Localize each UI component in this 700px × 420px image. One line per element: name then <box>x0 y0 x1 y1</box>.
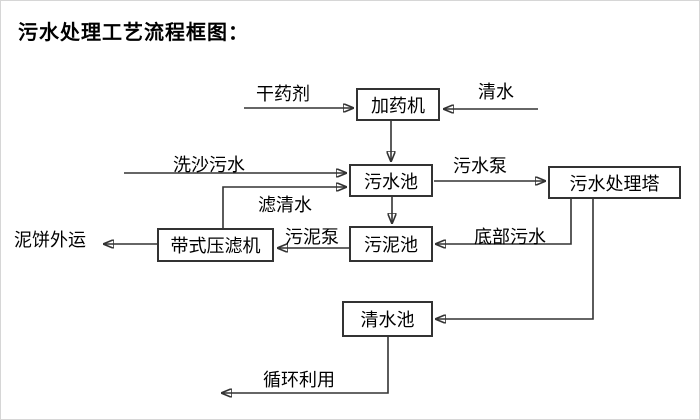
node-sewage-pool-label: 污水池 <box>364 171 418 192</box>
arrow-tower-to-clean-water-pool <box>436 199 594 319</box>
edge-label-filtered-clean-water: 滤清水 <box>258 195 312 215</box>
node-sludge-pool-label: 污泥池 <box>364 235 418 255</box>
node-dosing-machine: 加药机 <box>356 88 440 121</box>
node-treatment-tower: 污水处理塔 <box>548 166 681 199</box>
edge-label-sewage-pump: 污水泵 <box>453 156 507 176</box>
node-clean-water-pool: 清水池 <box>342 301 433 337</box>
edge-label-clean-water: 清水 <box>478 82 514 102</box>
node-sewage-pool: 污水池 <box>349 164 433 197</box>
edge-label-dry-agent: 干药剂 <box>256 84 310 104</box>
edge-label-mud-cake-outbound: 泥饼外运 <box>14 230 86 250</box>
node-clean-water-pool-label: 清水池 <box>360 310 415 330</box>
node-treatment-tower-label: 污水处理塔 <box>569 173 660 194</box>
arrow-clean-water-pool-to-recycling <box>222 337 389 393</box>
edge-label-sand-washing-sewage: 洗沙污水 <box>173 155 245 175</box>
node-belt-filter-press: 带式压滤机 <box>157 228 274 262</box>
arrow-bottom-sewage-to-sludge-pool <box>436 199 572 244</box>
node-dosing-machine-label: 加药机 <box>371 95 425 116</box>
edge-label-bottom-sewage: 底部污水 <box>474 227 546 247</box>
edge-label-sludge-pump: 污泥泵 <box>285 227 339 247</box>
edge-label-recycling: 循环利用 <box>263 370 335 390</box>
node-belt-filter-press-label: 带式压滤机 <box>170 236 261 256</box>
node-sludge-pool: 污泥池 <box>349 226 433 262</box>
page-title: 污水处理工艺流程框图： <box>18 22 249 44</box>
arrow-filtered-water-to-sewage-pool <box>222 187 346 228</box>
